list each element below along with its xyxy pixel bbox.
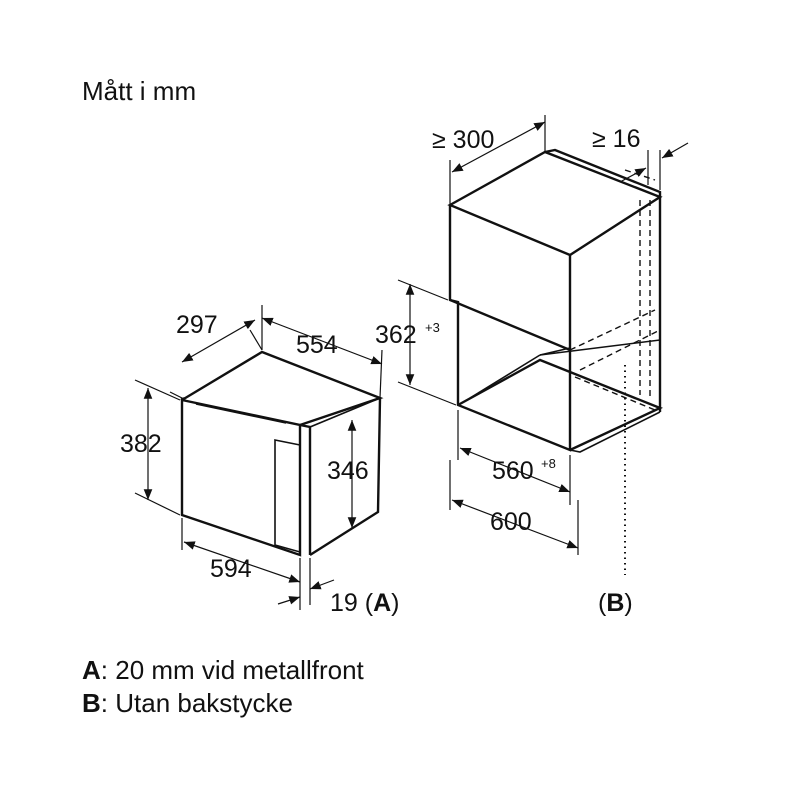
- dim-594: 594: [181, 518, 301, 610]
- legend-key-a: A: [82, 655, 101, 685]
- label-382: 382: [120, 430, 162, 458]
- dim-opening-height: 362 +3: [375, 279, 457, 406]
- label-opening-width-tol: +8: [541, 456, 556, 471]
- microwave-device: [180, 350, 384, 557]
- page-title: Mått i mm: [82, 76, 197, 106]
- dim-382: 382: [120, 379, 181, 516]
- niche-cabinet: [447, 148, 664, 575]
- dim-297: 297: [169, 311, 263, 399]
- dim-gap-min: ≥ 16: [592, 125, 689, 190]
- legend-text-a: : 20 mm vid metallfront: [100, 655, 364, 685]
- dim-19: 19 (A): [277, 558, 399, 617]
- label-back: (B): [598, 589, 633, 617]
- dim-opening-width: 560 +8: [457, 410, 571, 505]
- dim-554: 554: [261, 305, 383, 399]
- legend-key-b: B: [82, 688, 101, 718]
- label-346: 346: [327, 457, 369, 485]
- legend-item-a: A: 20 mm vid metallfront: [82, 655, 364, 685]
- legend-item-b: B: Utan bakstycke: [82, 688, 293, 718]
- label-opening-width: 560: [492, 457, 534, 485]
- label-594: 594: [210, 555, 252, 583]
- dim-cabinet-width: 600: [449, 460, 579, 555]
- label-554: 554: [296, 331, 338, 359]
- dim-346: 346: [327, 420, 369, 528]
- legend-text-b: : Utan bakstycke: [100, 688, 293, 718]
- label-19: 19 (A): [330, 589, 399, 617]
- dim-depth-min: ≥ 300: [432, 115, 546, 205]
- label-opening-height-tol: +3: [425, 320, 440, 335]
- label-opening-height: 362: [375, 321, 417, 349]
- label-cabinet-width: 600: [490, 508, 532, 536]
- label-gap-min: ≥ 16: [592, 125, 640, 153]
- label-297: 297: [176, 311, 218, 339]
- label-depth-min: ≥ 300: [432, 126, 494, 154]
